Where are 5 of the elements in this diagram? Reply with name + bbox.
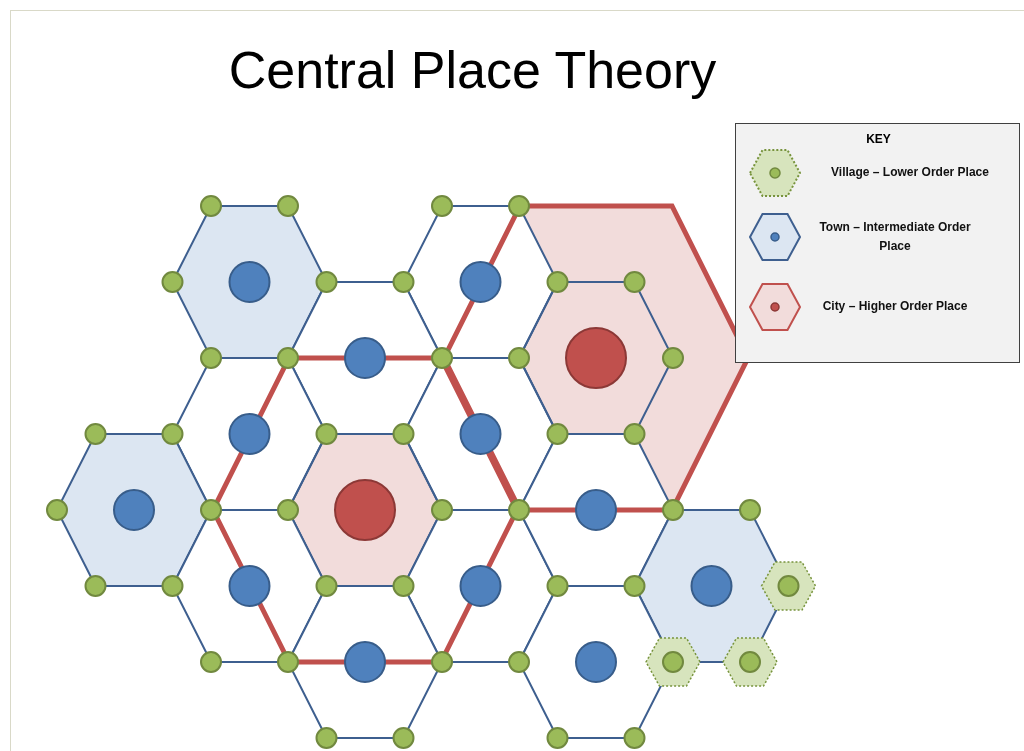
diagram-title: Central Place Theory	[227, 40, 718, 100]
legend-text: City – Higher Order Place	[821, 298, 969, 316]
legend-text: Town – Intermediate Order Place	[818, 218, 972, 255]
legend-text: Village – Lower Order Place	[830, 164, 990, 182]
legend-title: KEY	[865, 132, 892, 146]
